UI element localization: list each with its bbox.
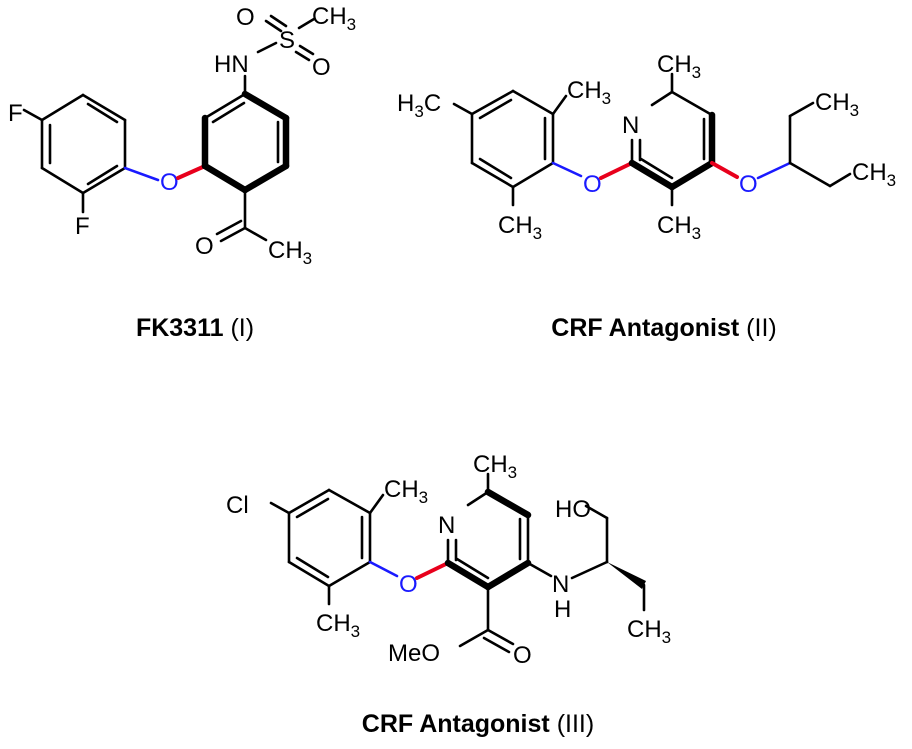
fluorine-atom: F bbox=[8, 100, 23, 127]
ether-oxygen: O bbox=[399, 571, 418, 598]
methyl-group: CH3 bbox=[567, 77, 611, 108]
caption-molecule-i: FK3311 (I) bbox=[136, 314, 254, 342]
methyl-group: CH3 bbox=[473, 451, 517, 482]
chloro-dimethylphenyl-ring bbox=[269, 488, 385, 606]
methyl-group: CH3 bbox=[316, 610, 360, 641]
nh-group: HN bbox=[214, 51, 249, 78]
methyl-ester-group bbox=[458, 585, 515, 654]
highlight-bond bbox=[599, 161, 634, 180]
difluorophenyl-ring bbox=[22, 93, 127, 214]
methyl-group: CH3 bbox=[657, 212, 701, 243]
ether-oxygen: O bbox=[160, 169, 179, 196]
pentan-3-yl-group bbox=[756, 101, 852, 188]
methyl-group: CH3 bbox=[312, 3, 356, 34]
methyl-group: CH3 bbox=[627, 616, 671, 647]
sulfonyl-oxygen: O bbox=[312, 54, 331, 81]
pyridine-ring bbox=[444, 472, 532, 591]
hydroxyl-group: HO bbox=[555, 496, 591, 523]
methyl-group: CH3 bbox=[815, 89, 859, 120]
methyl-group: CH3 bbox=[498, 212, 542, 243]
sulfur-atom: S bbox=[279, 27, 295, 54]
hydroxybutan-2-yl-group bbox=[570, 504, 646, 612]
sulfonyl-oxygen: O bbox=[236, 4, 255, 31]
molecule-fk3311: F F O HN S O O CH3 bbox=[8, 3, 356, 342]
acetyl-group bbox=[215, 188, 268, 243]
s-o-bond bbox=[298, 44, 315, 56]
amine-hydrogen: H bbox=[554, 596, 571, 623]
pyridine-nitrogen: N bbox=[622, 112, 639, 139]
molecule-crf-antagonist-ii: H3C CH3 CH3 O N CH3 CH3 O bbox=[397, 51, 896, 342]
highlight-bond bbox=[710, 161, 739, 179]
ether-oxygen: O bbox=[583, 171, 602, 198]
fluorine-atom: F bbox=[75, 213, 90, 240]
ether-oxygen: O bbox=[739, 171, 758, 198]
highlight-bond bbox=[415, 561, 450, 580]
ether-bond bbox=[551, 161, 583, 178]
ether-bond bbox=[368, 560, 399, 578]
methyl-group: H3C bbox=[397, 90, 441, 121]
n-s-bond bbox=[256, 41, 278, 54]
s-ch3-bond bbox=[297, 17, 316, 30]
highlight-bond bbox=[176, 164, 207, 180]
mesityl-ring bbox=[452, 89, 568, 207]
ether-bond bbox=[123, 166, 160, 182]
methyl-group: CH3 bbox=[384, 476, 428, 507]
methoxy-group: MeO bbox=[388, 640, 440, 667]
acetylphenyl-ring bbox=[201, 90, 290, 194]
carbonyl-oxygen: O bbox=[195, 233, 214, 260]
methyl-group: CH3 bbox=[268, 237, 312, 268]
chlorine-atom: Cl bbox=[226, 492, 249, 519]
molecule-crf-antagonist-iii: Cl CH3 CH3 O N CH3 MeO O bbox=[226, 451, 671, 738]
carbonyl-oxygen: O bbox=[513, 642, 532, 669]
s-o-bond bbox=[269, 14, 288, 28]
pyridine-ring bbox=[628, 72, 716, 207]
caption-molecule-ii: CRF Antagonist (II) bbox=[551, 314, 776, 342]
amine-nitrogen: N bbox=[552, 571, 569, 598]
pyridine-nitrogen: N bbox=[438, 512, 455, 539]
methyl-group: CH3 bbox=[852, 159, 896, 190]
amine-bond bbox=[526, 561, 553, 578]
caption-molecule-iii: CRF Antagonist (III) bbox=[362, 710, 594, 738]
methyl-group: CH3 bbox=[657, 51, 701, 82]
